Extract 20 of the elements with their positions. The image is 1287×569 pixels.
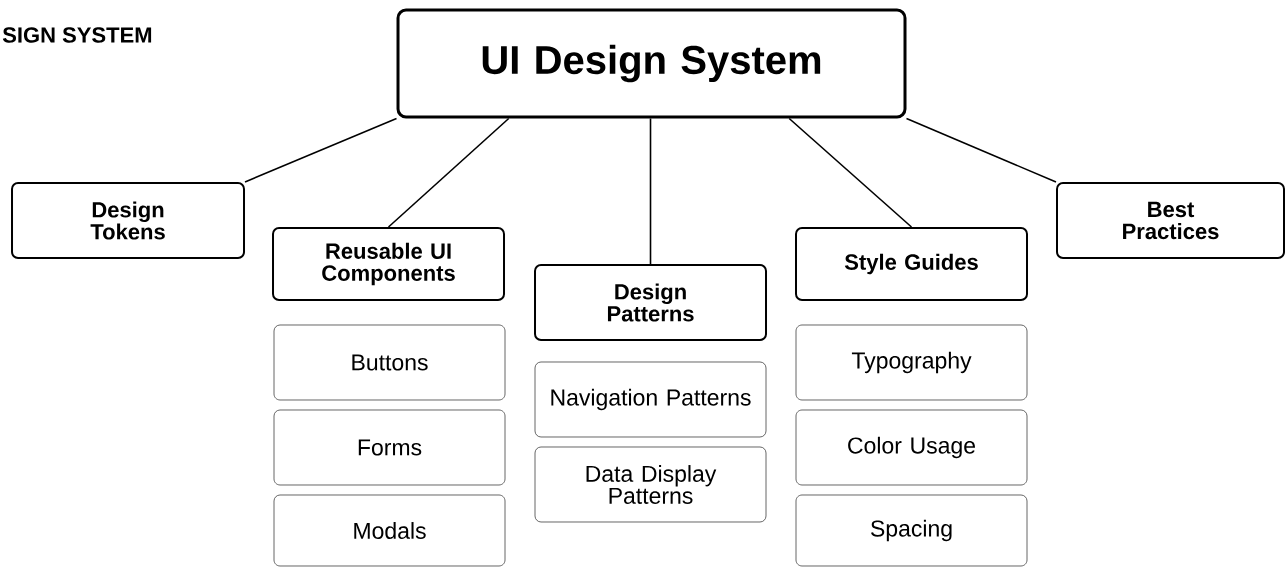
- connector-line: [387, 117, 510, 228]
- item-box: Typography: [795, 324, 1028, 401]
- connector-line: [649, 117, 652, 265]
- item-box: Modals: [273, 494, 506, 567]
- connector-line: [788, 117, 913, 228]
- category-box: Reusable UI Components: [272, 227, 505, 301]
- item-box: Navigation Patterns: [534, 361, 767, 438]
- connector-line: [244, 117, 398, 183]
- item-box: Buttons: [273, 324, 506, 401]
- item-box: Data Display Patterns: [534, 446, 767, 523]
- item-box: Spacing: [795, 494, 1028, 567]
- category-box: Best Practices: [1056, 182, 1285, 259]
- category-box: Style Guides: [795, 227, 1028, 301]
- heading-text: SIGN SYSTEM: [2, 27, 152, 43]
- title-box: UI Design System: [396, 8, 907, 119]
- category-box: Design Tokens: [11, 182, 245, 259]
- category-box: Design Patterns: [534, 264, 767, 341]
- item-box: Forms: [273, 409, 506, 486]
- connector-line: [905, 117, 1057, 183]
- item-box: Color Usage: [795, 409, 1028, 486]
